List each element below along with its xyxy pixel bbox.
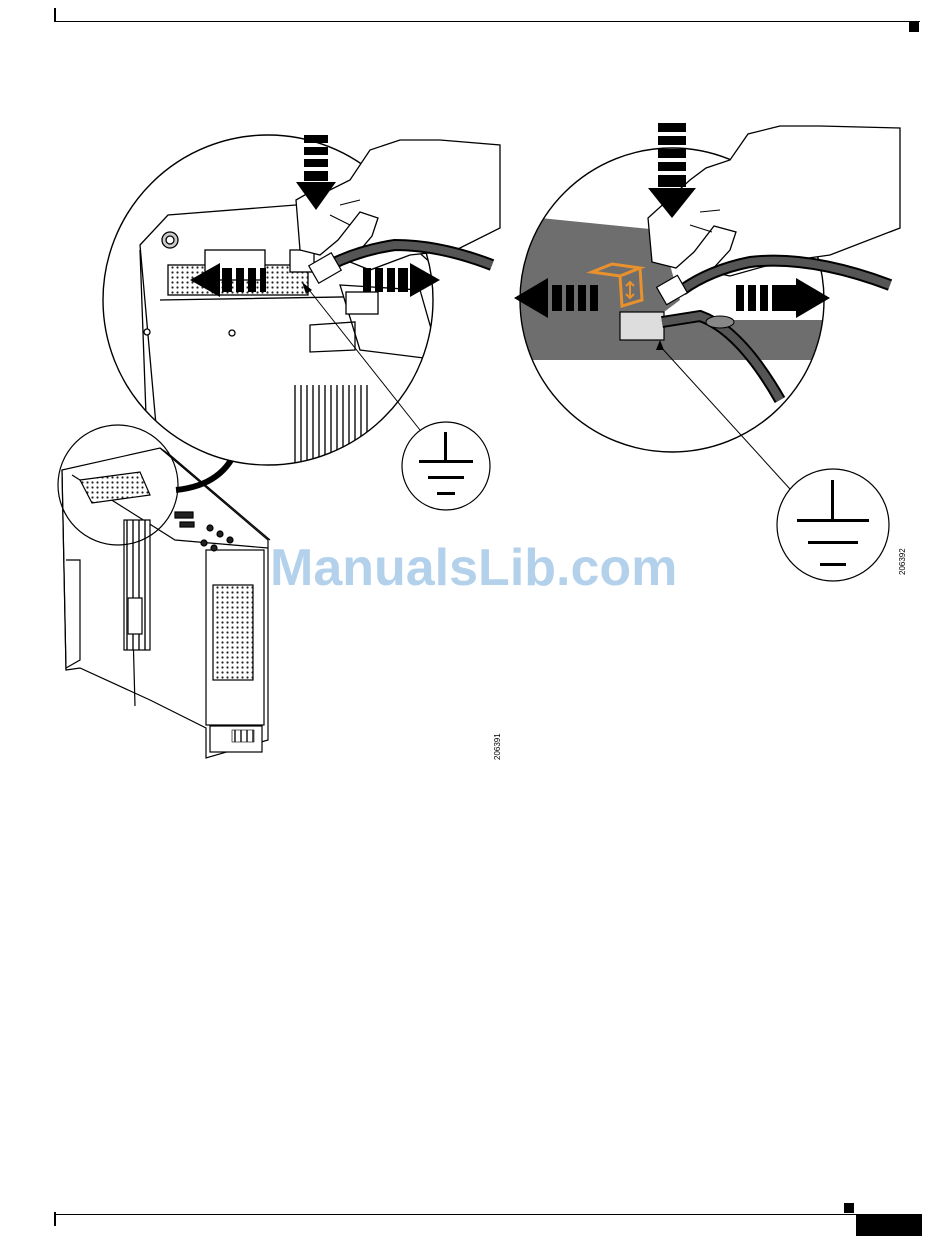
footer-page-tab xyxy=(856,1214,922,1236)
watermark: ManualsLib.com xyxy=(270,538,677,598)
figure-id-right: 206392 xyxy=(898,548,907,575)
left-chassis xyxy=(62,448,270,758)
figure-id-left: 206391 xyxy=(493,733,502,760)
left-ground-symbol xyxy=(402,422,490,510)
footer-marker xyxy=(844,1203,854,1213)
grounding-illustration xyxy=(0,0,950,800)
right-ground-symbol xyxy=(777,469,889,581)
footer-rule xyxy=(54,1214,920,1215)
